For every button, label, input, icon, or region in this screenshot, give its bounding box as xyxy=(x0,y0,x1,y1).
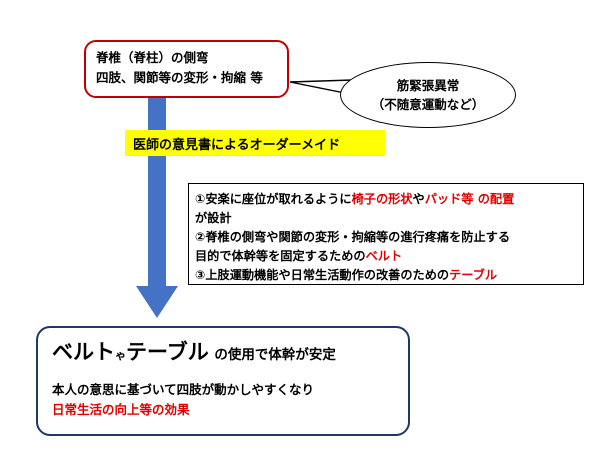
detail-line-3: ②脊椎の側弯や関節の変形・拘縮等の進行疼痛を防止する xyxy=(195,230,511,244)
effect-line-3: 日常生活の向上等の効果 xyxy=(52,402,190,417)
condition-line-2: 四肢、関節等の変形・拘縮 等 xyxy=(96,70,263,85)
effect-title: ベルトゃテーブル の使用で体幹が安定 xyxy=(52,340,336,364)
effect-line-2: 本人の意思に基づいて四肢が動かしやすくなり xyxy=(52,382,315,397)
muscle-tone-bubble: 筋緊張異常 （不随意運動など） xyxy=(340,62,516,128)
detail-line-2: が設計 xyxy=(195,211,232,225)
bubble-line-1: 筋緊張異常 xyxy=(396,78,460,93)
bubble-line-2: （不随意運動など） xyxy=(371,97,485,112)
condition-line-1: 脊椎（脊柱）の側弯 xyxy=(96,50,209,65)
effect-box: ベルトゃテーブル の使用で体幹が安定 本人の意思に基づいて四肢が動かしやすくなり… xyxy=(36,326,410,436)
arrow-head xyxy=(136,286,178,318)
detail-line-1: ①安楽に座位が取れるように椅子の形状やパッド等 の配置 xyxy=(195,192,515,206)
design-details-box: ①安楽に座位が取れるように椅子の形状やパッド等 の配置 が設計 ②脊椎の側弯や関… xyxy=(188,183,584,285)
order-made-banner: 医師の意見書によるオーダーメイド xyxy=(125,130,385,156)
condition-box: 脊椎（脊柱）の側弯 四肢、関節等の変形・拘縮 等 xyxy=(84,40,289,98)
detail-line-4: 目的で体幹等を固定するためのベルト xyxy=(195,249,403,263)
detail-line-5: ③上肢運動機能や日常生活動作の改善のためのテーブル xyxy=(195,268,498,282)
